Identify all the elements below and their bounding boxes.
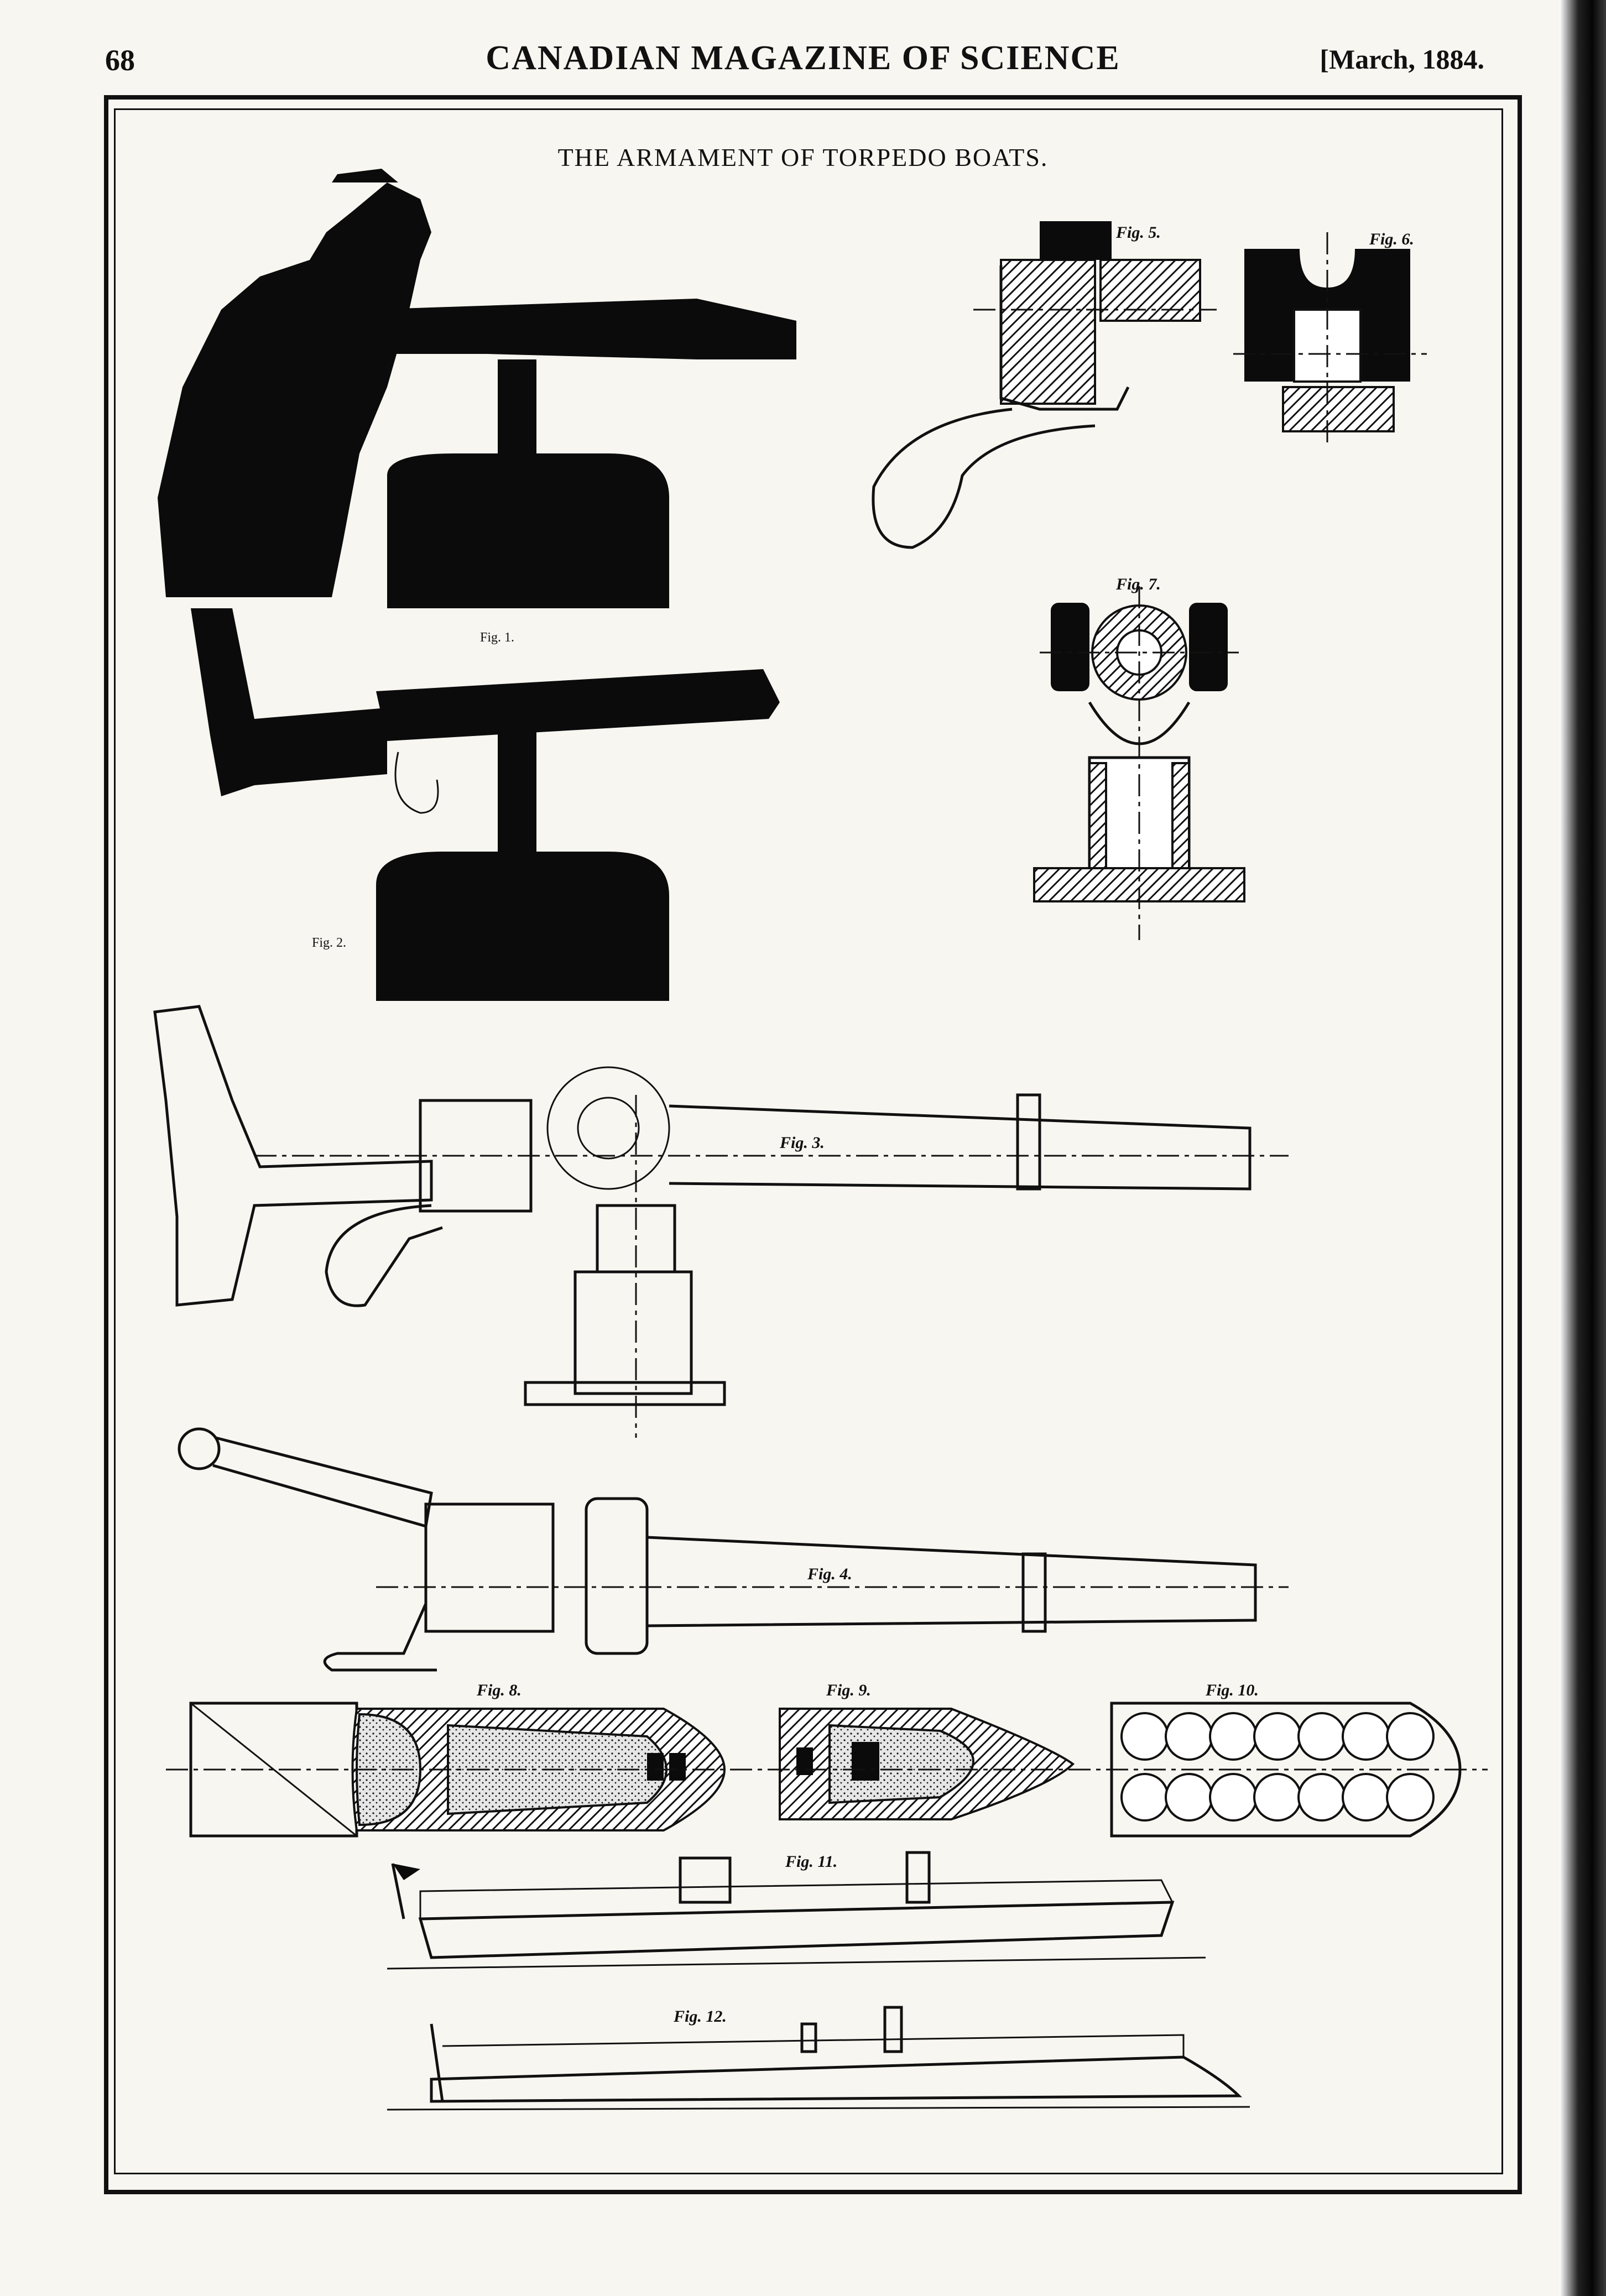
figure-2-label: Fig. 2. [312, 936, 346, 950]
page-header: 68 CANADIAN MAGAZINE OF SCIENCE [March, … [0, 33, 1606, 83]
figure-3-label: Fig. 3. [779, 1134, 825, 1152]
figure-5-breech-section [872, 221, 1217, 549]
figure-5-label: Fig. 5. [1115, 223, 1161, 242]
figure-11-label: Fig. 11. [785, 1853, 837, 1871]
plate-frame-inner [114, 108, 1503, 2174]
figure-6-breech-end [1233, 232, 1427, 442]
page-number: 68 [105, 44, 135, 77]
figure-9-label: Fig. 9. [826, 1681, 871, 1699]
figure-1-gunner-silhouette [158, 169, 796, 608]
figure-4-label: Fig. 4. [807, 1565, 852, 1583]
plate-frame-outer [104, 95, 1522, 2194]
figure-10-label: Fig. 10. [1205, 1681, 1259, 1699]
figure-9-shell-section [779, 1708, 1075, 1820]
figure-7-label: Fig. 7. [1115, 575, 1161, 593]
figure-7-mounting-front [1033, 586, 1245, 940]
figure-1-label: Fig. 1. [480, 630, 514, 645]
figure-4-gun-plan [178, 1427, 1289, 1672]
figure-8-label: Fig. 8. [476, 1681, 522, 1699]
figure-11-torpedo-boat [387, 1851, 1206, 1970]
binding-shadow [1560, 0, 1606, 2296]
journal-title: CANADIAN MAGAZINE OF SCIENCE [486, 39, 1120, 77]
figure-2-gun-on-pedestal [191, 608, 780, 1001]
figure-6-label: Fig. 6. [1369, 230, 1414, 248]
figure-3-gun-elevation [153, 1005, 1289, 1438]
issue-date: [March, 1884. [1320, 44, 1484, 75]
figure-12-label: Fig. 12. [673, 2007, 727, 2026]
plate-title: THE ARMAMENT OF TORPEDO BOATS. [557, 143, 1049, 171]
figure-12-torpedo-boat [387, 2006, 1250, 2111]
figure-10-case-shot [1110, 1702, 1462, 1838]
